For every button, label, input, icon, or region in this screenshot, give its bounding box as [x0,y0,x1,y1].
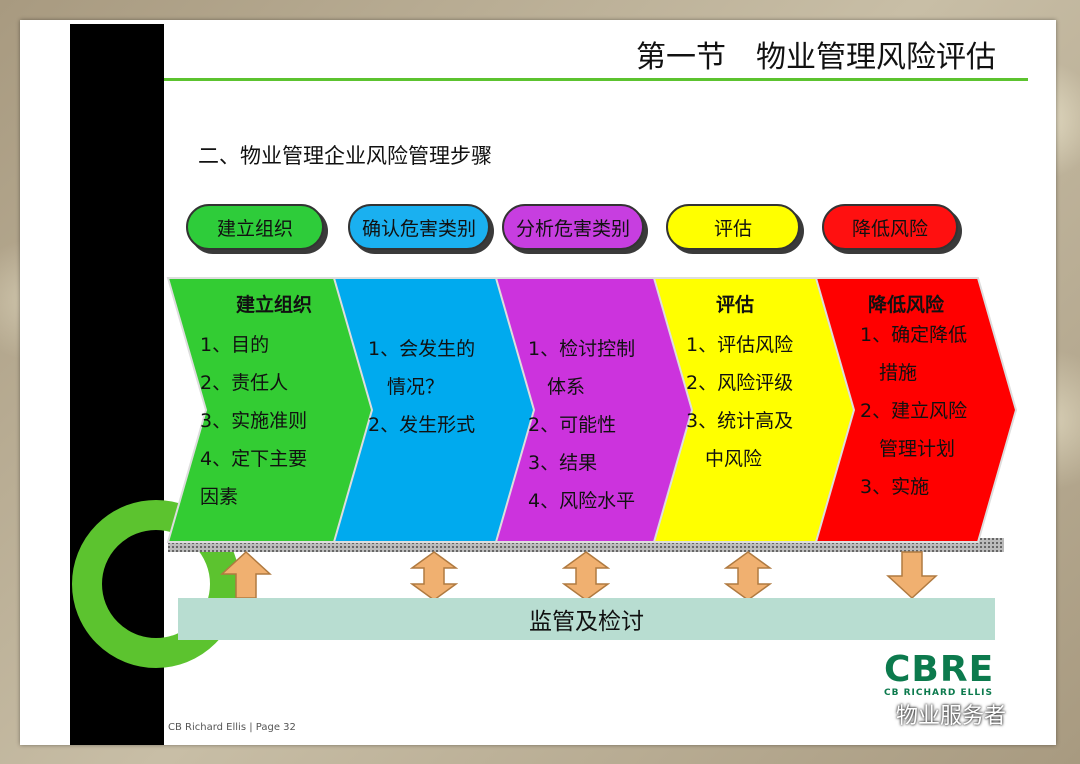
step5-heading: 降低风险 [868,294,945,316]
double-arrow-icon [724,551,772,601]
page-footer: CB Richard Ellis | Page 32 [168,722,296,733]
monitor-review-bar: 监管及检讨 [178,598,995,640]
step3-item: 3、结果 [528,452,598,474]
monitor-review-label: 监管及检讨 [529,609,644,635]
step3-item: 1、检讨控制 [528,338,636,360]
pill-identify-hazards: 确认危害类别 [348,204,490,250]
double-arrow-icon [562,551,610,601]
step1-item: 2、责任人 [200,372,289,394]
step2-item: 1、会发生的 [368,338,476,360]
arrow-up-icon [220,550,272,599]
step1-item: 1、目的 [200,334,270,356]
step5-item: 2、建立风险 [860,400,968,422]
watermark-text: 物业服务者 [896,704,1007,729]
step5-item: 措施 [860,362,918,384]
double-arrow-icon [410,551,458,601]
step2-item: 2、发生形式 [368,414,476,436]
step4-heading: 评估 [716,294,755,316]
step4-item: 中风险 [686,448,763,470]
step4-item: 2、风险评级 [686,372,794,394]
step1-item: 因素 [200,486,239,508]
pill-establish-organization: 建立组织 [186,204,324,250]
step4-item: 3、统计高及 [686,410,794,432]
section-subtitle: 二、物业管理企业风险管理步骤 [198,144,492,168]
step3-item: 体系 [528,376,586,398]
logo-wordmark: CBRE [884,649,995,690]
wechat-watermark: 物业服务者 [862,698,1006,730]
slide-title: 第一节 物业管理风险评估 [636,40,996,75]
step1-heading: 建立组织 [236,294,313,316]
step2-item: 情况？ [368,376,445,398]
step1-item: 3、实施准则 [200,410,308,432]
chevron-shape-5 [814,277,1018,543]
pill-analyze-hazards: 分析危害类别 [502,204,644,250]
logo-subtext: CB RICHARD ELLIS [884,688,993,698]
step1-item: 4、定下主要 [200,448,308,470]
step3-item: 4、风险水平 [528,490,636,512]
pill-reduce-risk: 降低风险 [822,204,958,250]
wechat-icon [862,703,891,725]
slide: 第一节 物业管理风险评估 二、物业管理企业风险管理步骤 建立组织 确认危害类别 … [20,20,1056,745]
arrow-down-icon [886,551,938,600]
chevron-process-band [166,277,1018,552]
step3-item: 2、可能性 [528,414,617,436]
step5-item: 3、实施 [860,476,930,498]
step5-item: 管理计划 [860,438,956,460]
step4-item: 1、评估风险 [686,334,794,356]
title-underline [164,78,1028,81]
pill-evaluate: 评估 [666,204,800,250]
cbre-logo: CBRE CB RICHARD ELLIS [884,649,1014,699]
step5-item: 1、确定降低 [860,324,968,346]
